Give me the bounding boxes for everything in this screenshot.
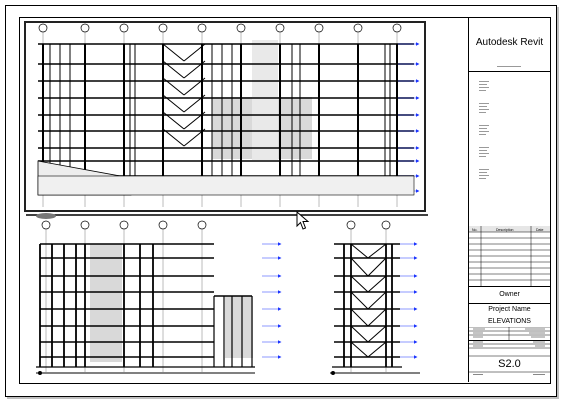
address-line — [497, 66, 521, 67]
level-marker — [414, 340, 418, 344]
consultants-area — [469, 71, 550, 227]
level-marker — [278, 290, 282, 294]
company-name: Autodesk Revit — [475, 37, 544, 48]
brace — [183, 43, 206, 62]
brace — [367, 257, 387, 277]
brace — [350, 341, 369, 358]
lower-right-elevation-linework — [330, 220, 420, 375]
brace — [162, 43, 185, 62]
rev-col-description: Description — [496, 228, 514, 232]
brace — [183, 128, 206, 147]
podium — [37, 175, 415, 196]
brace — [183, 60, 206, 79]
level-marker — [416, 79, 420, 83]
level-marker — [278, 355, 282, 359]
rev-col-date: Date — [536, 228, 543, 232]
brace — [367, 243, 387, 259]
level-marker — [414, 290, 418, 294]
brace — [367, 308, 387, 327]
level-marker — [414, 324, 418, 328]
sheet-number: S2.0 — [498, 358, 521, 370]
level-marker — [416, 174, 420, 178]
view-title-marker — [331, 371, 335, 375]
sheet-title-label: ELEVATIONS — [488, 318, 531, 325]
view-title-marker — [38, 371, 42, 375]
brace — [162, 94, 185, 113]
brace — [350, 275, 369, 293]
glazing-panel — [90, 244, 122, 362]
brace — [162, 111, 185, 130]
grid-bubble — [158, 220, 168, 230]
rev-col-no: No. — [472, 228, 477, 232]
level-marker — [416, 189, 420, 193]
grid-bubble — [197, 220, 207, 230]
sheet-number-area: S2.0 — [469, 340, 550, 382]
level-marker — [278, 242, 282, 246]
level-marker — [278, 324, 282, 328]
divider — [469, 303, 550, 304]
level-marker — [414, 256, 418, 260]
owner-label: Owner — [499, 291, 520, 298]
project-number-fields — [469, 327, 550, 340]
level-marker — [278, 307, 282, 311]
level-marker — [416, 159, 420, 163]
level-marker — [416, 96, 420, 100]
brace — [183, 77, 206, 96]
grid-bubble — [346, 220, 356, 230]
active-viewport-frame[interactable] — [24, 21, 426, 212]
brace — [350, 291, 369, 310]
level-marker — [416, 129, 420, 133]
glazing-panel — [252, 40, 278, 160]
brace — [162, 60, 185, 79]
level-marker — [416, 113, 420, 117]
sheet-inner-frame — [19, 17, 551, 384]
brace — [183, 111, 206, 130]
grid-bubbles-main — [38, 23, 402, 33]
brace — [350, 243, 369, 259]
title-block: Autodesk Revit No. Description Dat — [468, 17, 550, 382]
revision-grid: No. Description Date — [469, 226, 550, 286]
brace — [350, 325, 369, 343]
level-marker — [278, 340, 282, 344]
level-marker — [416, 42, 420, 46]
brace — [367, 325, 387, 343]
level-marker — [414, 307, 418, 311]
brace — [367, 275, 387, 293]
brace — [162, 77, 185, 96]
grid-bubble — [80, 220, 90, 230]
level-marker — [416, 62, 420, 66]
level-marker — [278, 274, 282, 278]
project-name-label: Project Name — [488, 306, 531, 313]
grid-bubble — [381, 220, 391, 230]
sheet-meta-lines — [469, 341, 550, 375]
grid-bubble — [119, 220, 129, 230]
level-marker — [414, 274, 418, 278]
brace — [162, 128, 185, 147]
glazing-panel — [225, 296, 253, 358]
level-marker — [416, 146, 420, 150]
project-info: Owner Project Name ELEVATIONS — [469, 286, 550, 341]
level-marker — [414, 242, 418, 246]
brace — [367, 291, 387, 310]
consultant-notes — [479, 81, 489, 179]
main-elevation-linework — [26, 32, 428, 219]
level-marker — [278, 256, 282, 260]
view-title-marker — [36, 213, 56, 219]
revision-table: No. Description Date — [469, 226, 550, 287]
brace — [367, 341, 387, 358]
brace — [350, 257, 369, 277]
arrow-pointer-icon — [296, 211, 310, 230]
lower-left-elevation-linework — [36, 220, 282, 375]
brace — [183, 94, 206, 113]
level-marker — [414, 355, 418, 359]
grid-bubble — [41, 220, 51, 230]
title-block-logo-area: Autodesk Revit — [469, 17, 550, 72]
brace — [350, 308, 369, 327]
